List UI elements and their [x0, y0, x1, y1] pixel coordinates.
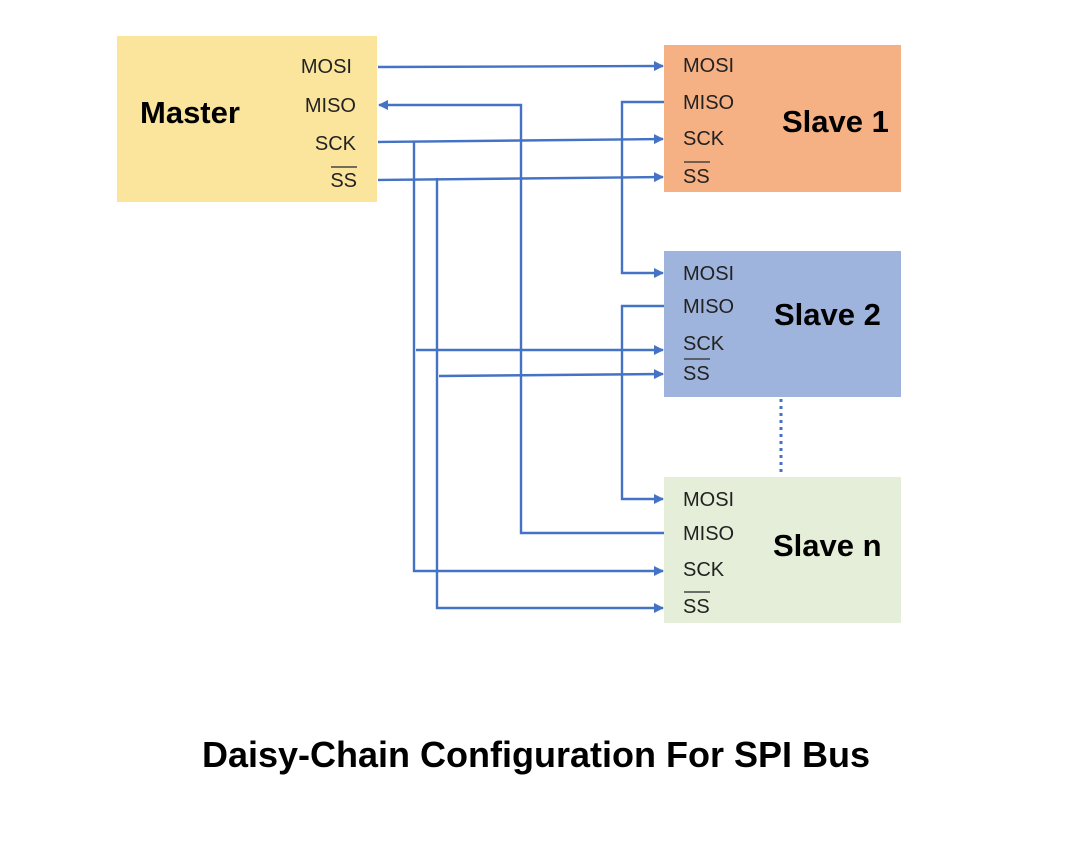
slave2-box	[664, 251, 901, 397]
master-ss-label: SS	[330, 170, 357, 192]
slave-n-ss-label: SS	[683, 596, 710, 618]
wire-slave-n-miso-to-master	[378, 100, 664, 535]
slave-n-sck-label: SCK	[683, 559, 725, 581]
diagram-caption: Daisy-Chain Configuration For SPI Bus	[202, 734, 870, 775]
slave-n-miso-label: MISO	[683, 523, 734, 545]
wires	[377, 61, 664, 613]
master-title: Master	[140, 95, 240, 130]
wire-sck-bus-to-slave-n	[412, 142, 664, 576]
wire-master-sck-to-slave1	[377, 134, 664, 145]
slave1-miso-label: MISO	[683, 92, 734, 114]
slave2-sck-label: SCK	[683, 333, 725, 355]
master-sck-label: SCK	[315, 133, 357, 155]
slave1-box	[664, 45, 901, 192]
wire-slave1-miso-to-slave2-mosi	[620, 100, 664, 278]
wire-slave2-miso-to-slave-n-mosi	[620, 304, 664, 504]
slave2-mosi-label: MOSI	[683, 263, 734, 285]
slave-n-mosi-label: MOSI	[683, 489, 734, 511]
slave1-mosi-label: MOSI	[683, 55, 734, 77]
slave1-title: Slave 1	[782, 104, 889, 139]
slave1-sck-label: SCK	[683, 128, 725, 150]
wire-ss-bus-to-slave2	[438, 369, 664, 380]
master-box	[117, 36, 377, 202]
slave2-ss-label: SS	[683, 363, 710, 385]
wire-ss-bus-to-slave-n	[435, 178, 664, 613]
master-miso-label: MISO	[305, 95, 356, 117]
slave2-title: Slave 2	[774, 297, 881, 332]
slave-n-box	[664, 477, 901, 623]
wire-master-mosi-to-slave1	[377, 61, 664, 72]
wire-master-ss-to-slave1	[377, 172, 664, 183]
slave2-miso-label: MISO	[683, 296, 734, 318]
slave1-ss-label: SS	[683, 166, 710, 188]
master-mosi-label: MOSI	[301, 56, 352, 78]
slave-n-title: Slave n	[773, 528, 882, 563]
